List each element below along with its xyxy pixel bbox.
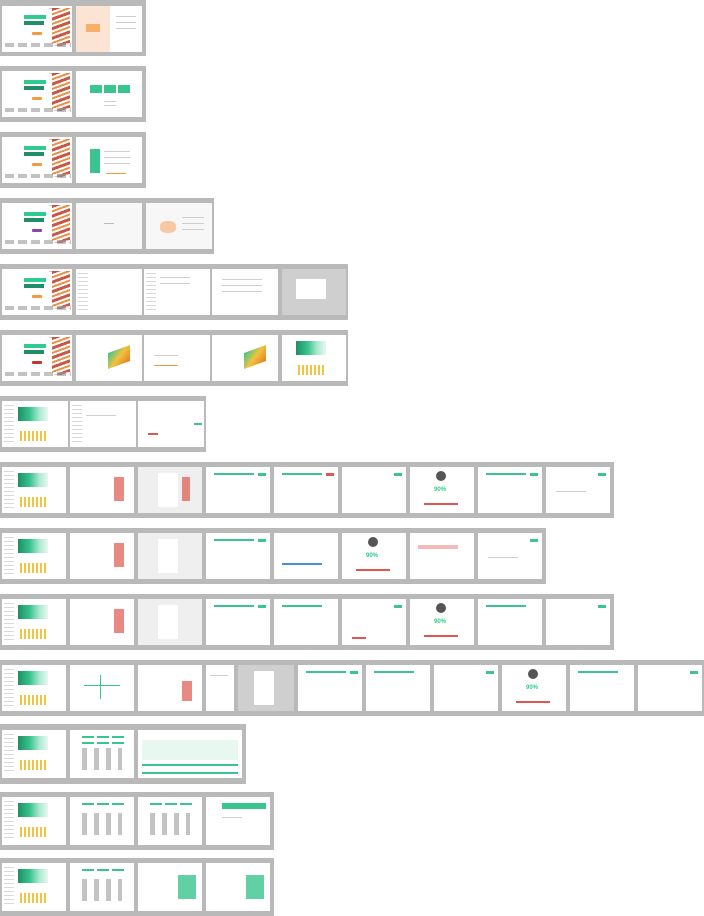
quiz-red-screen[interactable] xyxy=(410,533,474,579)
quiz-screen[interactable] xyxy=(478,467,542,513)
score-percentage: 90% xyxy=(526,685,539,691)
pricing-screen[interactable] xyxy=(76,71,142,117)
form-green-list-screen[interactable] xyxy=(138,863,202,911)
flow-screen[interactable] xyxy=(70,665,134,711)
dashboard-screen[interactable] xyxy=(2,533,66,579)
loading-screen xyxy=(76,203,142,249)
landing-screen[interactable] xyxy=(2,335,72,381)
quiz-screen[interactable] xyxy=(274,467,338,513)
modal-status-screen[interactable] xyxy=(138,533,202,579)
modal-status-screen[interactable] xyxy=(138,599,202,645)
flow-row-1 xyxy=(0,0,146,56)
modal-screen[interactable] xyxy=(282,269,346,315)
lungs-article-screen[interactable] xyxy=(146,203,212,249)
flow-row-2 xyxy=(0,66,146,122)
split-hero-screen[interactable] xyxy=(76,6,142,52)
result-score-screen[interactable]: 90% xyxy=(502,665,566,711)
quiz-screen[interactable] xyxy=(570,665,634,711)
landing-screen[interactable] xyxy=(2,137,72,183)
modal-status-screen[interactable] xyxy=(238,665,294,711)
flow-row-4 xyxy=(0,198,214,254)
green-form-screen[interactable] xyxy=(76,137,142,183)
quiz-screen[interactable] xyxy=(206,599,270,645)
flow-row-6 xyxy=(0,330,348,386)
flow-row-7 xyxy=(0,396,206,452)
landing-screen[interactable] xyxy=(2,269,72,315)
landing-screen[interactable] xyxy=(2,203,72,249)
text-page-screen[interactable] xyxy=(478,533,542,579)
flow-row-3 xyxy=(0,132,146,188)
flow-row-5 xyxy=(0,264,348,320)
flow-row-8: 90% xyxy=(0,462,614,518)
quiz-screen[interactable] xyxy=(478,599,542,645)
illustration-screen[interactable] xyxy=(212,335,278,381)
score-percentage: 90% xyxy=(434,619,447,625)
dashboard-screen[interactable] xyxy=(2,665,66,711)
text-page-screen[interactable] xyxy=(144,335,210,381)
card-grid-screen[interactable] xyxy=(70,797,134,845)
text-page-screen[interactable] xyxy=(638,665,702,711)
dashboard-screen[interactable] xyxy=(282,335,346,381)
small-text-screen[interactable] xyxy=(206,665,234,711)
score-percentage: 90% xyxy=(434,487,447,493)
dashboard-screen[interactable] xyxy=(2,467,66,513)
flow-row-13 xyxy=(0,792,274,850)
result-score-screen[interactable]: 90% xyxy=(342,533,406,579)
table-status-screen[interactable] xyxy=(70,533,134,579)
quiz-red-screen[interactable] xyxy=(342,467,406,513)
result-score-screen[interactable]: 90% xyxy=(410,599,474,645)
table-screen[interactable] xyxy=(144,269,210,315)
text-page-screen[interactable] xyxy=(546,467,610,513)
quiz-screen[interactable] xyxy=(298,665,362,711)
flow-row-9: 90% xyxy=(0,528,546,584)
illustration-screen[interactable] xyxy=(76,335,142,381)
score-percentage: 90% xyxy=(366,553,379,559)
dashboard-screen[interactable] xyxy=(2,401,68,447)
dashboard-screen[interactable] xyxy=(2,863,66,911)
result-score-screen[interactable]: 90% xyxy=(410,467,474,513)
card-grid-screen[interactable] xyxy=(138,797,202,845)
landing-screen[interactable] xyxy=(2,71,72,117)
table-status-screen[interactable] xyxy=(138,665,202,711)
card-grid-screen[interactable] xyxy=(70,863,134,911)
text-page-screen[interactable] xyxy=(546,599,610,645)
quiz-screen[interactable] xyxy=(366,665,430,711)
dashboard-screen[interactable] xyxy=(2,599,66,645)
table-status-screen[interactable] xyxy=(70,467,134,513)
flow-row-12 xyxy=(0,724,246,784)
form-screen[interactable] xyxy=(70,401,136,447)
table-status-screen[interactable] xyxy=(70,599,134,645)
list-screen[interactable] xyxy=(76,269,142,315)
landing-screen[interactable] xyxy=(2,6,72,52)
quiz-screen[interactable] xyxy=(274,599,338,645)
quiz-screen[interactable] xyxy=(206,533,270,579)
text-page-screen[interactable] xyxy=(342,599,406,645)
dashboard-screen[interactable] xyxy=(2,797,66,845)
quiz-blue-screen[interactable] xyxy=(274,533,338,579)
text-page-screen[interactable] xyxy=(434,665,498,711)
dashboard-screen[interactable] xyxy=(2,730,66,778)
modal-status-screen[interactable] xyxy=(138,467,202,513)
form-green-list-screen[interactable] xyxy=(206,863,270,911)
flow-row-10: 90% xyxy=(0,594,614,650)
green-header-screen[interactable] xyxy=(206,797,270,845)
flow-row-14 xyxy=(0,858,274,916)
quiz-screen[interactable] xyxy=(206,467,270,513)
text-page-screen[interactable] xyxy=(212,269,278,315)
form-red-screen[interactable] xyxy=(138,401,204,447)
card-grid-screen[interactable] xyxy=(70,730,134,778)
flow-row-11: 90% xyxy=(0,660,704,716)
banner-page-screen[interactable] xyxy=(138,730,242,778)
